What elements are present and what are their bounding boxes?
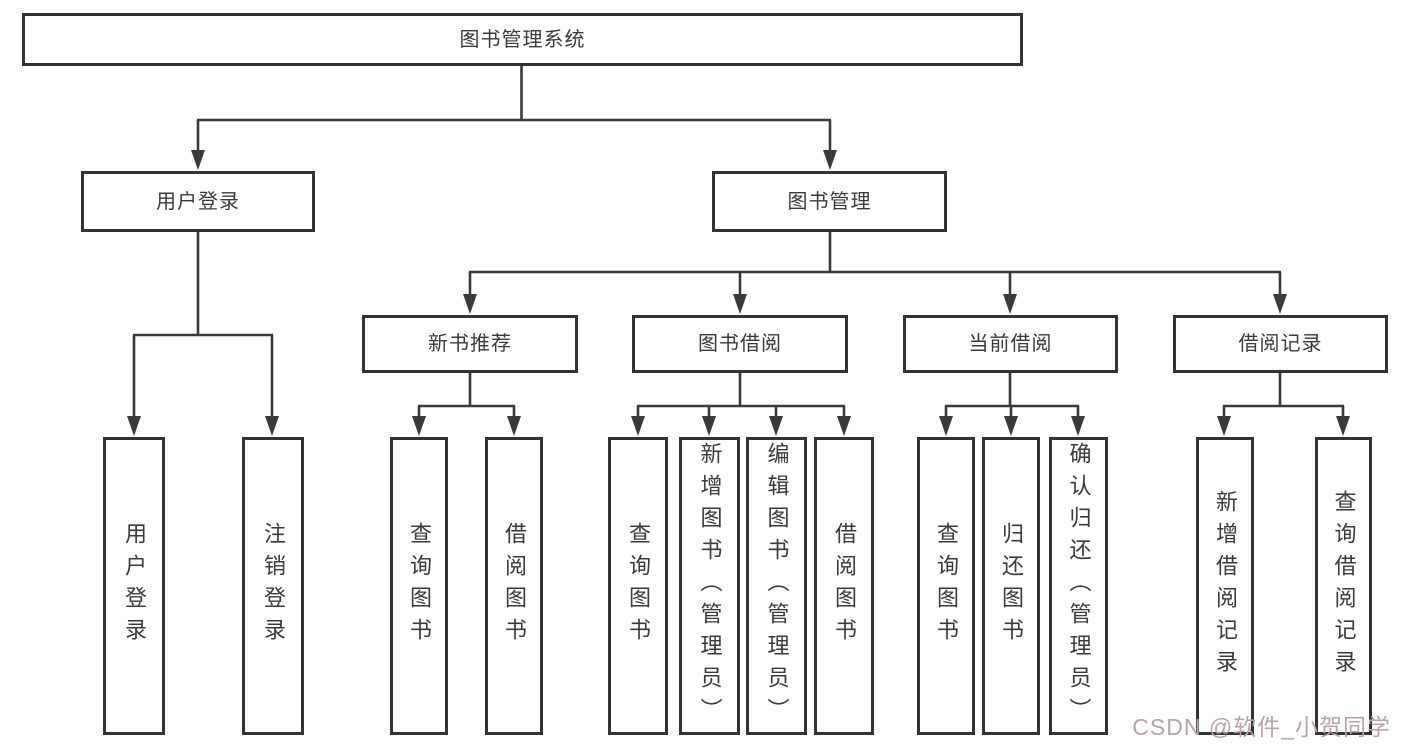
leaf-logout: 注销登录 [242, 437, 304, 735]
leaf-query-books-3: 查询图书 [917, 437, 975, 735]
node-current-borrow: 当前借阅 [903, 315, 1118, 373]
node-user-login: 用户登录 [81, 171, 315, 232]
leaf-add-books-admin: 新增图书（管理员） [679, 437, 740, 735]
connector-paths [132, 66, 1345, 420]
leaf-user-login: 用户登录 [103, 437, 165, 735]
node-book-borrow: 图书借阅 [632, 315, 848, 373]
leaf-confirm-return-admin: 确认归还（管理员） [1049, 437, 1108, 735]
watermark: CSDN @软件_小贺同学 [1132, 714, 1391, 740]
leaf-query-books-1: 查询图书 [390, 437, 448, 735]
leaf-return-books: 归还图书 [982, 437, 1040, 735]
node-borrow-records: 借阅记录 [1173, 315, 1388, 373]
node-book-management: 图书管理 [712, 171, 947, 232]
leaf-query-borrow-record: 查询借阅记录 [1315, 437, 1372, 735]
arrowhead-icons [127, 150, 1350, 436]
leaf-borrow-books-2: 借阅图书 [814, 437, 874, 735]
leaf-add-borrow-record: 新增借阅记录 [1196, 437, 1254, 735]
leaf-edit-books-admin: 编辑图书（管理员） [746, 437, 807, 735]
leaf-query-books-2: 查询图书 [608, 437, 668, 735]
node-root: 图书管理系统 [22, 13, 1023, 66]
node-new-book-recommend: 新书推荐 [362, 315, 578, 373]
leaf-borrow-books-1: 借阅图书 [485, 437, 543, 735]
